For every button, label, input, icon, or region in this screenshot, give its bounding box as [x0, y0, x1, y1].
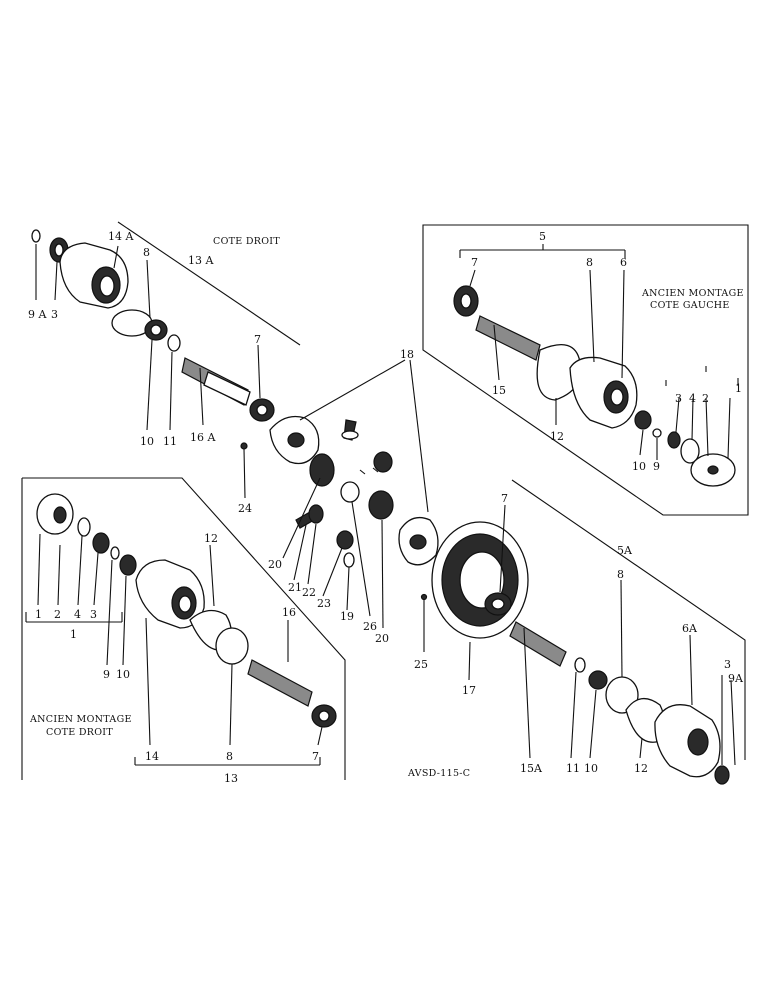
section-frames: [21, 221, 749, 780]
label-14a: 14 A: [108, 230, 134, 243]
bearing-10-br: [588, 670, 608, 690]
label-13: 13: [224, 772, 238, 785]
label-26: 26: [363, 620, 377, 633]
ring-11-br: [574, 657, 586, 673]
caption-cote-droit: COTE DROIT: [213, 236, 280, 247]
label-25: 25: [414, 658, 428, 671]
pinion-top: [373, 451, 393, 473]
figure-code: AVSD-115-C: [407, 768, 470, 779]
label-7-tr: 7: [471, 256, 478, 269]
label-10-tr: 10: [632, 460, 646, 473]
label-4: 4: [689, 392, 696, 405]
label-1: 1: [735, 382, 742, 395]
assembly-top-right: [453, 285, 736, 487]
label-19: 19: [340, 610, 354, 623]
ring-9: [652, 428, 662, 438]
pin-24: [240, 442, 248, 450]
shaft-15: [475, 315, 541, 361]
label-16: 16: [282, 606, 296, 619]
label-9-bl: 9: [103, 668, 110, 681]
seal-3-bl: [92, 532, 110, 554]
circlip-9a: [31, 229, 41, 243]
label-8: 8: [143, 246, 150, 259]
caption-ancien-montage-droit: ANCIEN MONTAGE: [29, 714, 132, 725]
label-12-bl: 12: [204, 532, 218, 545]
part-labels: 9 A 3 14 A 8 13 A 7 10 11 16 A 24 5 7 8 …: [28, 230, 744, 785]
label-16a: 16 A: [190, 431, 216, 444]
label-22: 22: [302, 586, 316, 599]
label-5: 5: [539, 230, 546, 243]
bearing-10-tr: [634, 410, 652, 430]
label-21: 21: [288, 581, 302, 594]
gear-20b: [368, 490, 394, 520]
seal-3-tr: [667, 431, 681, 449]
label-1b: 1: [70, 628, 77, 641]
ring-4-bl: [77, 517, 91, 537]
label-10: 10: [140, 435, 154, 448]
label-20a: 20: [268, 558, 282, 571]
label-18: 18: [400, 348, 414, 361]
caption-cote-gauche: COTE GAUCHE: [650, 300, 730, 311]
label-15: 15: [492, 384, 506, 397]
shaft-16: [247, 659, 313, 707]
label-3-tr: 3: [675, 392, 682, 405]
assembly-top-left: [31, 229, 275, 450]
label-3-bl: 3: [90, 608, 97, 621]
pinion-23: [336, 530, 354, 550]
label-5a: 5A: [617, 544, 633, 557]
assembly-bottom-left: [36, 493, 337, 728]
caption-ancien-montage-gauche: ANCIEN MONTAGE: [641, 288, 744, 299]
assembly-bottom-right: [484, 592, 730, 785]
label-7: 7: [254, 333, 261, 346]
label-23: 23: [317, 597, 331, 610]
label-9a: 9 A: [28, 308, 47, 321]
label-2: 2: [702, 392, 709, 405]
label-6a: 6A: [682, 622, 698, 635]
shaft-15a: [509, 621, 567, 667]
label-11-br: 11: [566, 762, 580, 775]
ring-11: [167, 334, 181, 352]
gear-20a: [309, 453, 335, 487]
leader-lines: [25, 244, 739, 766]
label-11: 11: [163, 435, 177, 448]
label-8-bl: 8: [226, 750, 233, 763]
label-12-br: 12: [634, 762, 648, 775]
label-15a: 15A: [520, 762, 543, 775]
ring-9-bl: [110, 546, 120, 560]
pin-19: [343, 552, 355, 568]
label-14: 14: [145, 750, 159, 763]
bearing-10-bl: [119, 554, 137, 576]
label-7-br: 7: [501, 492, 508, 505]
label-12: 12: [550, 430, 564, 443]
ring-4: [680, 438, 700, 464]
label-2-bl: 2: [54, 608, 61, 621]
label-1a: 1: [35, 608, 42, 621]
caption-cote-droit-bl: COTE DROIT: [46, 727, 113, 738]
label-24: 24: [238, 502, 252, 515]
pinion-22: [308, 504, 324, 524]
label-9a-br: 9A: [728, 672, 744, 685]
label-8-tr: 8: [586, 256, 593, 269]
label-8-br: 8: [617, 568, 624, 581]
seal-3-br: [714, 765, 730, 785]
shim-8-bl: [215, 627, 249, 665]
captions: COTE DROIT ANCIEN MONTAGE COTE GAUCHE AN…: [29, 236, 744, 779]
label-6: 6: [620, 256, 627, 269]
label-4-bl: 4: [74, 608, 81, 621]
label-10-bl: 10: [116, 668, 130, 681]
label-13a: 13 A: [188, 254, 214, 267]
label-20b: 20: [375, 632, 389, 645]
label-7-bl: 7: [312, 750, 319, 763]
label-3: 3: [51, 308, 58, 321]
label-17: 17: [462, 684, 476, 697]
label-9: 9: [653, 460, 660, 473]
spacer-26: [340, 481, 360, 503]
bolt-25: [420, 593, 428, 601]
label-10-br: 10: [584, 762, 598, 775]
label-3-br: 3: [724, 658, 731, 671]
